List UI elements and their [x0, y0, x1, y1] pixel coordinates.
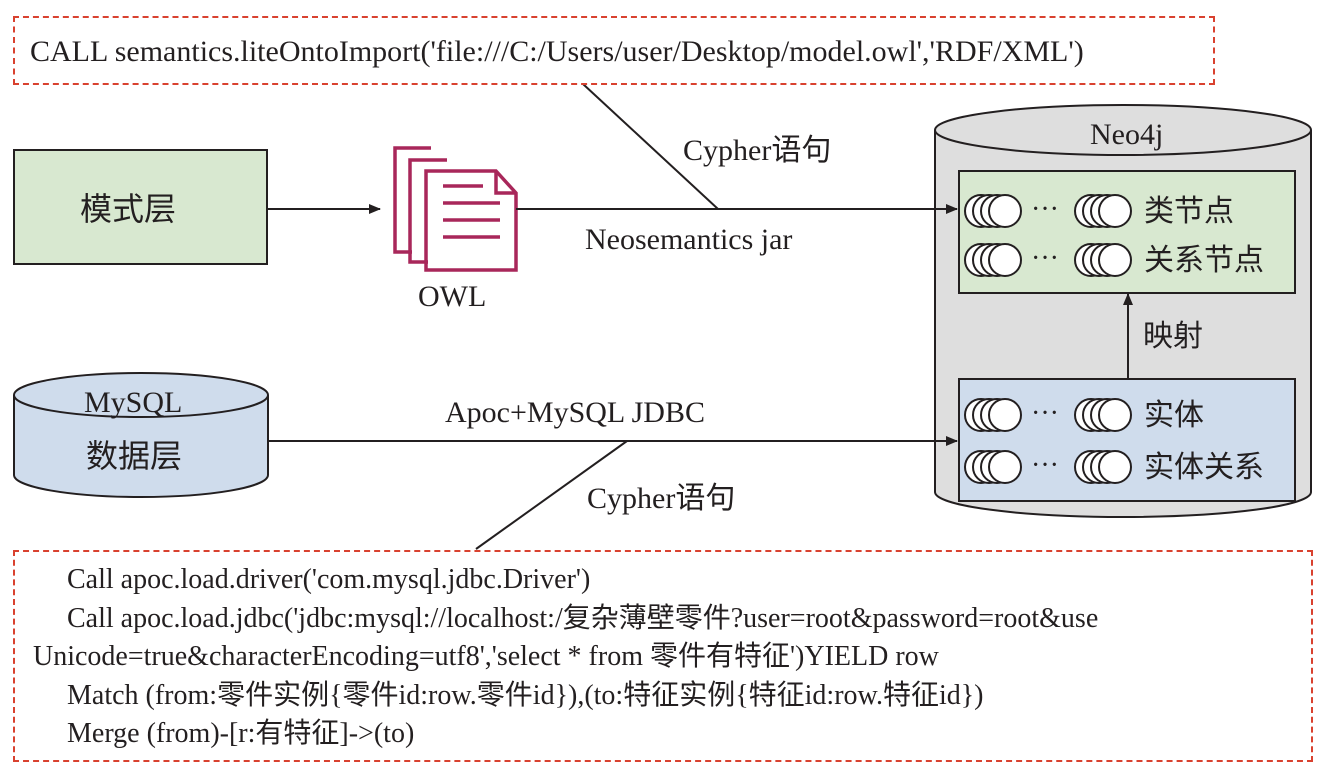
cypher-bottom-label: Cypher语句 — [587, 482, 736, 515]
top-code-leader-line — [582, 83, 719, 210]
entity-relation-label: 实体关系 — [1144, 451, 1264, 484]
code-line: Call apoc.load.jdbc('jdbc:mysql://localh… — [67, 603, 1099, 634]
neosemantics-label: Neosemantics jar — [585, 223, 793, 256]
data-layer-label: 数据层 — [86, 438, 183, 474]
schema-layer-box — [13, 149, 268, 265]
node-stack-icon — [964, 398, 1024, 434]
node-stack-icon — [964, 194, 1024, 230]
mapping-label: 映射 — [1143, 320, 1203, 353]
node-stack-icon — [1074, 194, 1134, 230]
ellipsis: ··· — [1031, 243, 1059, 274]
node-stack-icon — [964, 243, 1024, 279]
owl-document-icon — [393, 146, 518, 272]
neo4j-label: Neo4j — [1090, 118, 1164, 151]
ellipsis: ··· — [1031, 194, 1059, 225]
top-code-text: CALL semantics.liteOntoImport('file:///C… — [30, 35, 1084, 68]
code-line: Match (from:零件实例{零件id:row.零件id}),(to:特征实… — [67, 680, 984, 711]
entity-relation-row: ··· 实体关系 — [964, 450, 1294, 486]
ellipsis: ··· — [1031, 450, 1059, 481]
owl-label: OWL — [418, 280, 487, 313]
top-code-box — [13, 16, 1215, 85]
code-line: Unicode=true&characterEncoding=utf8','se… — [33, 641, 939, 672]
node-stack-icon — [964, 450, 1024, 486]
bottom-code-leader-line — [475, 440, 628, 550]
apoc-label: Apoc+MySQL JDBC — [445, 396, 705, 429]
relation-nodes-label: 关系节点 — [1144, 244, 1264, 277]
relation-nodes-row: ··· 关系节点 — [964, 243, 1294, 279]
class-nodes-label: 类节点 — [1144, 195, 1234, 228]
schema-layer-label: 模式层 — [80, 191, 177, 227]
entity-label: 实体 — [1144, 399, 1204, 432]
schema-nodes-panel — [958, 170, 1296, 294]
ellipsis: ··· — [1031, 398, 1059, 429]
bottom-code-box — [13, 550, 1313, 762]
node-stack-icon — [1074, 243, 1134, 279]
node-stack-icon — [1074, 450, 1134, 486]
instance-nodes-panel — [958, 378, 1296, 502]
code-line: Call apoc.load.driver('com.mysql.jdbc.Dr… — [67, 564, 591, 595]
code-line: Merge (from)-[r:有特征]->(to) — [67, 718, 415, 749]
class-nodes-row: ··· 类节点 — [964, 194, 1294, 230]
mysql-label: MySQL — [84, 386, 183, 419]
mysql-database — [13, 372, 269, 498]
cypher-top-label: Cypher语句 — [683, 134, 832, 167]
entity-row: ··· 实体 — [964, 398, 1294, 434]
node-stack-icon — [1074, 398, 1134, 434]
